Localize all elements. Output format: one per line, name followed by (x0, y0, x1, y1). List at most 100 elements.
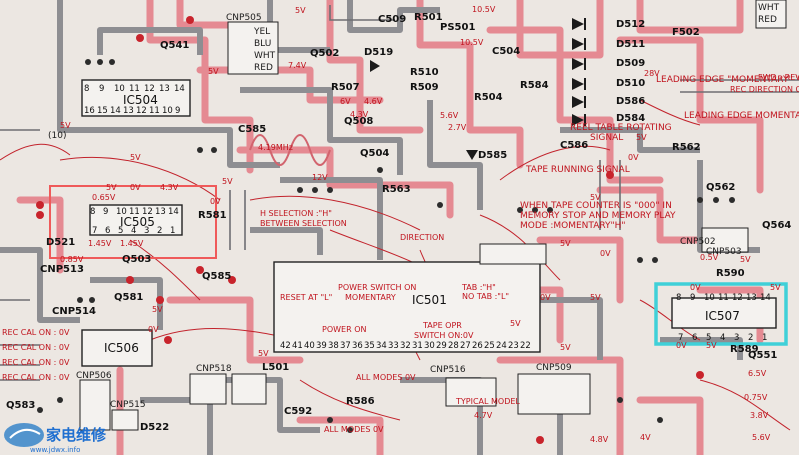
cnp515-connector (111, 409, 139, 431)
svg-text:CNP515: CNP515 (110, 400, 146, 410)
svg-text:5V: 5V (295, 6, 306, 15)
svg-text:0.65V: 0.65V (92, 193, 116, 202)
svg-text:5V: 5V (152, 305, 163, 314)
svg-text:C586: C586 (560, 140, 588, 151)
svg-text:R504: R504 (474, 92, 503, 103)
svg-text:BLU: BLU (254, 39, 271, 49)
svg-text:(10): (10) (48, 131, 66, 141)
svg-text:7.4V: 7.4V (288, 61, 307, 70)
svg-text:11: 11 (129, 84, 140, 94)
svg-text:28V: 28V (644, 69, 660, 78)
cnp502-connector (231, 373, 267, 405)
svg-text:9: 9 (103, 207, 108, 217)
svg-text:R562: R562 (672, 142, 701, 153)
svg-text:5V: 5V (208, 67, 219, 76)
svg-text:14: 14 (174, 84, 185, 94)
svg-text:33: 33 (388, 341, 399, 351)
svg-text:Q504: Q504 (360, 148, 389, 159)
tab-label: TAB :"H" (461, 283, 496, 292)
ic504-chip: IC504 8 9 10 11 12 13 14 16 15 14 13 12 … (81, 79, 191, 117)
svg-text:C592: C592 (284, 406, 312, 417)
svg-text:RED: RED (254, 63, 273, 73)
ic505-top-pins: 8 9 10 11 12 13 14 (90, 207, 179, 217)
svg-text:Q583: Q583 (6, 400, 35, 411)
svg-text:ALL MODES 0V: ALL MODES 0V (356, 373, 416, 382)
svg-text:34: 34 (376, 341, 387, 351)
svg-text:D522: D522 (140, 422, 169, 433)
svg-text:Q541: Q541 (160, 40, 189, 51)
svg-text:5V: 5V (560, 343, 571, 352)
svg-text:10: 10 (162, 106, 173, 116)
svg-text:Q502: Q502 (310, 48, 339, 59)
svg-text:R590: R590 (716, 268, 745, 279)
svg-text:0V: 0V (130, 183, 141, 192)
switch-on-label: SWITCH ON:0V (414, 331, 474, 340)
svg-text:REC CAL ON : 0V: REC CAL ON : 0V (2, 358, 70, 367)
ic505-label: IC505 (120, 215, 155, 229)
svg-text:REC CAL ON : 0V: REC CAL ON : 0V (2, 343, 70, 352)
svg-text:32: 32 (400, 341, 411, 351)
svg-text:TYPICAL MODEL: TYPICAL MODEL (455, 397, 520, 406)
svg-text:0.75V: 0.75V (744, 393, 768, 402)
svg-text:LEADING EDGE MOMENTARY "H": LEADING EDGE MOMENTARY "H" (684, 111, 799, 121)
svg-text:RED: RED (758, 15, 777, 25)
svg-text:13: 13 (155, 207, 166, 217)
gray-copper-traces (0, 0, 760, 455)
svg-text:2: 2 (748, 333, 753, 343)
svg-text:4: 4 (720, 333, 725, 343)
ic507-label: IC507 (705, 309, 740, 323)
svg-text:家电维修: 家电维修 (46, 426, 107, 444)
svg-text:REC CAL ON : 0V: REC CAL ON : 0V (2, 328, 70, 337)
ic507-bottom-pins: 7 6 5 4 3 2 1 (678, 333, 767, 343)
svg-text:R581: R581 (198, 210, 227, 221)
svg-text:13: 13 (159, 84, 170, 94)
svg-text:36: 36 (352, 341, 363, 351)
svg-text:26: 26 (472, 341, 483, 351)
svg-text:5V: 5V (770, 283, 781, 292)
svg-text:D509: D509 (616, 58, 645, 69)
svg-text:1: 1 (762, 333, 767, 343)
svg-text:5V: 5V (636, 133, 647, 142)
svg-text:4.6V: 4.6V (364, 97, 383, 106)
cnp503-connector (479, 243, 547, 265)
svg-text:YEL: YEL (253, 27, 270, 37)
svg-text:MEMORY STOP AND MEMORY PLAY: MEMORY STOP AND MEMORY PLAY (520, 211, 676, 221)
svg-text:R510: R510 (410, 67, 439, 78)
svg-text:6V: 6V (340, 97, 351, 106)
svg-text:4.8V: 4.8V (590, 435, 609, 444)
svg-text:8: 8 (90, 207, 95, 217)
svg-text:ALL MODES 0V: ALL MODES 0V (324, 425, 384, 434)
svg-text:0V: 0V (628, 153, 639, 162)
voltage-labels: 5V 10.5V 10.5V 7.4V 6V 4.6V 4.3V 5.6V 2.… (60, 5, 781, 444)
svg-text:L501: L501 (262, 362, 289, 373)
svg-text:D519: D519 (364, 47, 393, 58)
svg-text:5.6V: 5.6V (440, 111, 459, 120)
svg-text:29: 29 (436, 341, 447, 351)
svg-text:LEADING EDGE "MOMENTARY" "L": LEADING EDGE "MOMENTARY" "L" (656, 75, 799, 85)
svg-text:6.5V: 6.5V (748, 369, 767, 378)
reset-label: RESET AT "L" (280, 293, 332, 302)
power-on-label: POWER ON (322, 325, 366, 334)
svg-text:12: 12 (732, 293, 743, 303)
svg-text:C585: C585 (238, 124, 266, 135)
svg-text:PS501: PS501 (440, 22, 475, 33)
annotations: LEADING EDGE "MOMENTARY" "L" LEADING EDG… (2, 73, 799, 434)
svg-text:CNP506: CNP506 (76, 371, 112, 381)
svg-text:5V: 5V (510, 319, 521, 328)
svg-text:5V: 5V (706, 341, 717, 350)
svg-text:40: 40 (304, 341, 315, 351)
svg-text:D512: D512 (616, 19, 645, 30)
svg-text:R563: R563 (382, 184, 411, 195)
svg-text:10: 10 (704, 293, 715, 303)
svg-text:8: 8 (676, 293, 681, 303)
svg-text:WHT: WHT (758, 3, 780, 13)
svg-text:16: 16 (84, 106, 95, 116)
ic507-highlight-box (654, 282, 788, 346)
svg-text:14: 14 (168, 207, 179, 217)
svg-text:4: 4 (131, 226, 136, 236)
svg-text:Q551: Q551 (748, 350, 777, 361)
ic501-bottom-pins: 42 41 40 39 38 37 36 35 34 33 32 31 30 2… (280, 341, 531, 351)
svg-text:Q508: Q508 (344, 116, 373, 127)
svg-text:D585: D585 (478, 150, 507, 161)
